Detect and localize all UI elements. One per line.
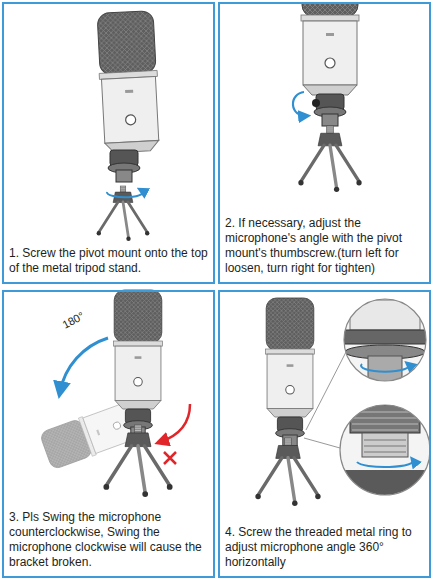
step-caption: 4. Screw the threaded metal ring to adju… (225, 525, 425, 570)
step-panel: 3. Pls Swing the microphone counterclock… (2, 290, 215, 578)
step-caption: 3. Pls Swing the microphone counterclock… (9, 510, 209, 570)
step-panel: 1. Screw the pivot mount onto the top of… (2, 2, 215, 284)
angle-label: 180° (60, 309, 86, 331)
panel-4-art (255, 295, 432, 506)
step-caption: 1. Screw the pivot mount onto the top of… (9, 246, 209, 276)
panel-3-art (39, 290, 190, 497)
step-caption: 2. If necessary, adjust the microphone's… (225, 216, 425, 276)
panel-1-art (96, 10, 161, 241)
step-panel: 4. Screw the threaded metal ring to adju… (218, 290, 431, 578)
panel-2-art (293, 4, 362, 192)
step-panel: 2. If necessary, adjust the microphone's… (218, 2, 431, 284)
